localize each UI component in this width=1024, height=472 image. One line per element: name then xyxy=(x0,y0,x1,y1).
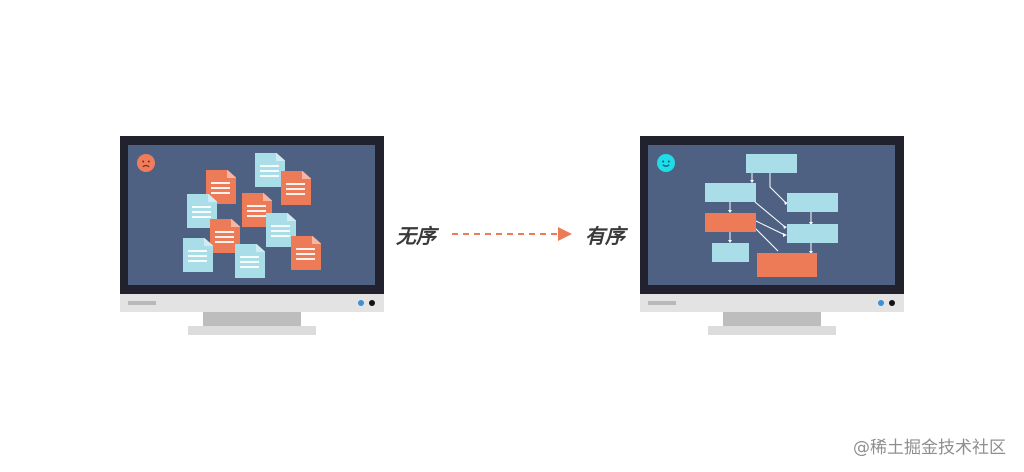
document-icon xyxy=(255,153,285,187)
flow-box-highlight xyxy=(705,213,756,232)
monitor-base xyxy=(188,326,316,335)
monitor-screen xyxy=(648,145,895,285)
power-led-icon xyxy=(878,300,884,306)
watermark: @稀土掘金技术社区 xyxy=(853,438,1006,458)
flow-connectors xyxy=(728,173,813,254)
flow-box xyxy=(705,183,756,202)
power-led-icon xyxy=(358,300,364,306)
button-icon xyxy=(889,300,895,306)
flow-box xyxy=(787,224,838,243)
monitor-chin xyxy=(120,294,384,312)
disorder-label: 无序 xyxy=(396,224,436,248)
document-icon xyxy=(183,238,213,272)
document-icon xyxy=(235,244,265,278)
document-icon xyxy=(281,171,311,205)
flow-box xyxy=(787,193,838,212)
document-icon xyxy=(242,193,272,227)
monitor-order xyxy=(640,136,904,336)
monitor-disorder xyxy=(120,136,384,336)
button-icon xyxy=(369,300,375,306)
document-icon xyxy=(291,236,321,270)
monitor-screen xyxy=(128,145,375,285)
monitor-slot xyxy=(648,301,676,305)
happy-face-icon xyxy=(657,154,675,172)
sad-face-icon xyxy=(137,154,155,172)
flow-box-end xyxy=(757,253,817,277)
monitor-neck xyxy=(723,312,821,326)
document-icon xyxy=(210,219,240,253)
document-icon xyxy=(266,213,296,247)
monitor-slot xyxy=(128,301,156,305)
monitor-neck xyxy=(203,312,301,326)
monitor-base xyxy=(708,326,836,335)
order-label: 有序 xyxy=(585,224,625,248)
flow-box-start xyxy=(746,154,797,173)
monitor-chin xyxy=(640,294,904,312)
flow-box xyxy=(712,243,749,262)
dashed-arrow-icon xyxy=(452,227,572,241)
